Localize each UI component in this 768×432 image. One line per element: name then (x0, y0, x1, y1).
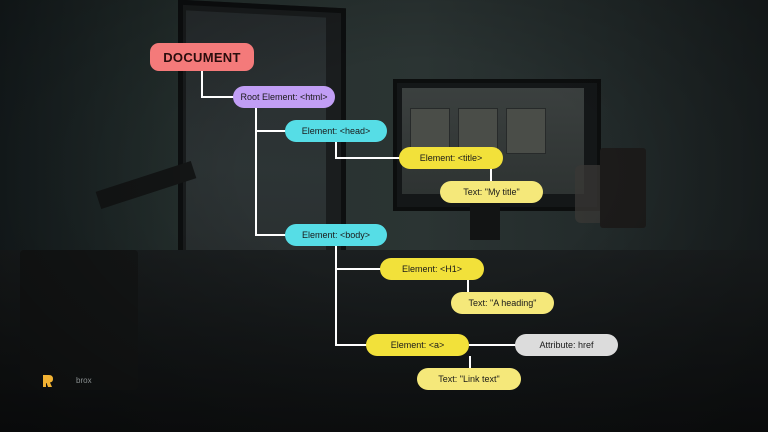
title-element-node: Element: <title> (399, 147, 503, 169)
html-element-node: Root Element: <html> (233, 86, 335, 108)
href-attribute-node: Attribute: href (515, 334, 618, 356)
a-element-node: Element: <a> (366, 334, 469, 356)
background-screen-panel (410, 108, 450, 154)
background-speaker-right (600, 148, 646, 228)
document-node: DOCUMENT (150, 43, 254, 71)
h1-text-node: Text: "A heading" (451, 292, 554, 314)
h1-element-node: Element: <H1> (380, 258, 484, 280)
brand-logo-icon (43, 375, 53, 387)
title-text-node: Text: "My title" (440, 181, 543, 203)
body-element-node: Element: <body> (285, 224, 387, 246)
head-element-node: Element: <head> (285, 120, 387, 142)
background-screen-panel (458, 108, 498, 154)
a-text-node: Text: "Link text" (417, 368, 521, 390)
watermark-text: brox (76, 376, 92, 385)
background-screen-panel (506, 108, 546, 154)
background-speaker-left (20, 250, 138, 390)
background-monitor-stand (470, 200, 500, 240)
